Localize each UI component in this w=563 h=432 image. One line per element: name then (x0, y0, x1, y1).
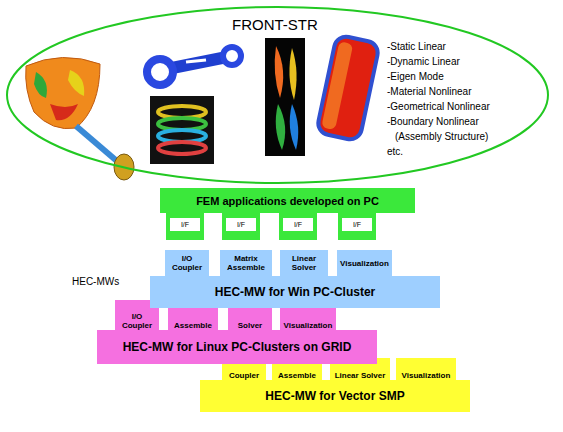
module-tab: I/O Coupler (165, 250, 209, 277)
analysis-type: -Eigen Mode (387, 69, 509, 84)
module-label: Assemble (174, 321, 212, 330)
module-label: Visualization (340, 259, 389, 268)
module-label: I/O Coupler (117, 312, 157, 330)
bar-label: HEC-MW for Vector SMP (265, 389, 404, 403)
bar-label: HEC-MW for Linux PC-Clusters on GRID (123, 340, 352, 354)
module-tab: Matrix Assemble (220, 250, 272, 277)
interface-tab: I/F (166, 213, 204, 240)
analysis-type: -Material Nonlinear (387, 84, 509, 99)
module-label: Visualization (284, 321, 333, 330)
analysis-region: FRONT-STR -Static Linear-Dynamic Linear-E… (5, 5, 550, 185)
module-label: Linear Solver (335, 371, 386, 380)
platform-bar: HEC-MW for Win PC-Cluster (150, 276, 440, 308)
platform-bar: HEC-MW for Vector SMP (200, 380, 470, 412)
module-tab: Visualization (396, 358, 456, 382)
group-label: HEC-MWs (72, 276, 119, 287)
ellipse-border (7, 7, 548, 183)
analysis-type: -Boundary Nonlinear (Assembly Structure) (387, 114, 509, 144)
module-tab: Linear Solver (280, 250, 328, 277)
analysis-type: etc. (387, 144, 509, 159)
module-label: Visualization (402, 371, 451, 380)
module-label: Coupler (229, 371, 259, 380)
module-label: I/O Coupler (167, 254, 207, 272)
interface-tab: I/F (279, 213, 317, 240)
bar-label: FEM applications developed on PC (196, 195, 379, 207)
analysis-type: -Geometrical Nonlinear (387, 99, 509, 114)
interface-label: I/F (342, 218, 372, 231)
interface-tab: I/F (338, 213, 376, 240)
platform-bar: HEC-MW for Linux PC-Clusters on GRID (97, 330, 377, 364)
module-label: Solver (238, 321, 262, 330)
module-label: Matrix Assemble (222, 254, 270, 272)
interface-label: I/F (226, 218, 256, 231)
module-tab: Visualization (337, 250, 392, 277)
bar-label: HEC-MW for Win PC-Cluster (215, 285, 376, 299)
interface-tab: I/F (222, 213, 260, 240)
analysis-type: -Dynamic Linear (387, 54, 509, 69)
region-title: FRONT-STR (232, 16, 318, 33)
interface-label: I/F (170, 218, 200, 231)
analysis-list: -Static Linear-Dynamic Linear-Eigen Mode… (387, 39, 509, 159)
module-label: Assemble (278, 371, 316, 380)
application-bar: FEM applications developed on PC (160, 188, 415, 213)
module-label: Linear Solver (282, 254, 326, 272)
interface-label: I/F (283, 218, 313, 231)
analysis-type: -Static Linear (387, 39, 509, 54)
